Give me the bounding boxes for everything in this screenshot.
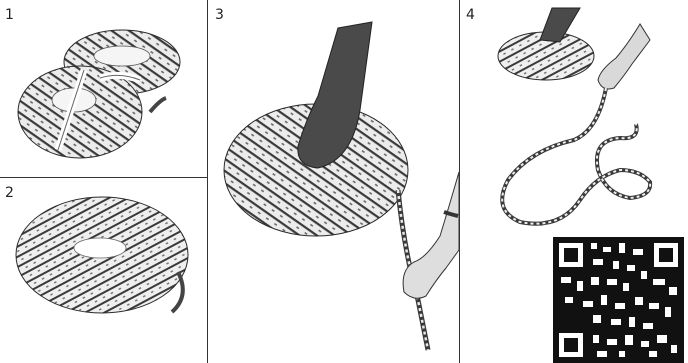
panel-1-rope-bundle bbox=[18, 30, 180, 158]
step-number-2: 2 bbox=[5, 186, 14, 200]
panel-4-pulling-rope bbox=[498, 8, 650, 224]
panel-2-rope-coil bbox=[16, 197, 188, 313]
qr-code-icon[interactable] bbox=[553, 237, 684, 363]
step-number-1: 1 bbox=[5, 8, 14, 22]
panel-3-hand-in-coil bbox=[224, 22, 459, 350]
step-number-4: 4 bbox=[466, 8, 475, 22]
step-number-3: 3 bbox=[215, 8, 224, 22]
divider-horizontal bbox=[0, 177, 207, 178]
divider-vertical-left bbox=[207, 0, 208, 363]
